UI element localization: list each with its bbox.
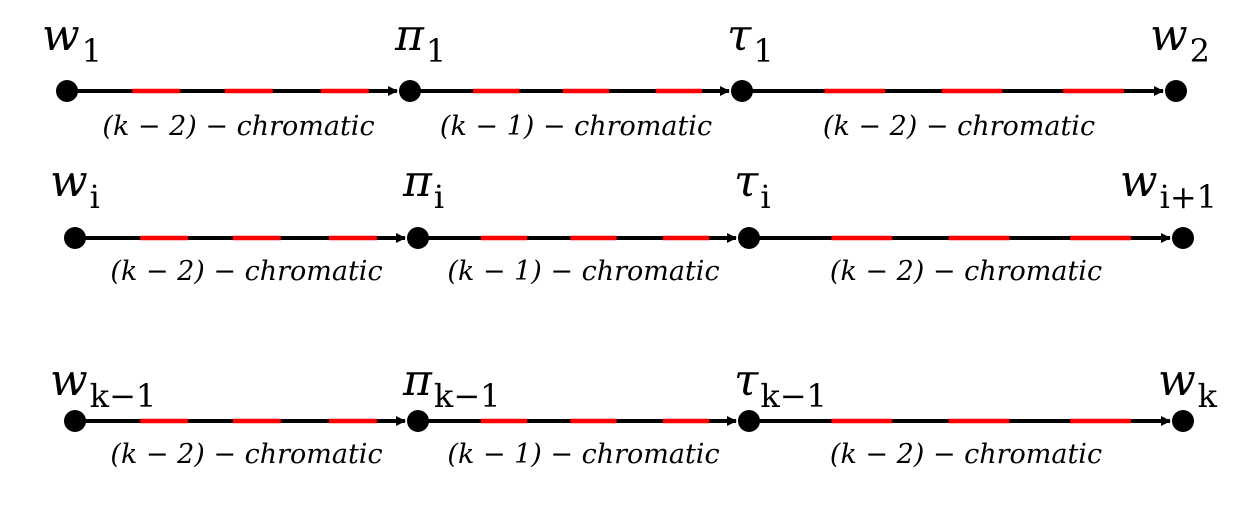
edge-segment: (k − 2) − chromatic [81,416,406,470]
edge-label: (k − 1) − chromatic [447,256,719,287]
edge-label: (k − 1) − chromatic [440,111,712,142]
vertex-label-base: τ [734,156,759,207]
vertex-label-subscript: 1 [753,32,773,70]
vertex-dot [399,80,421,102]
edge-segment: (k − 1) − chromatic [416,86,730,142]
vertex-dot [407,227,429,249]
edge-label: (k − 2) − chromatic [110,439,382,470]
edge-segment: (k − 2) − chromatic [81,233,406,287]
vertex-label-base: π [402,355,433,406]
edge-segment: (k − 2) − chromatic [748,86,1164,142]
vertex-label-base: π [402,156,433,207]
vertex-dot [1172,227,1194,249]
vertex-dot [738,410,760,432]
vertex-label: τk−1 [734,355,827,415]
vertex: πi [402,156,444,249]
vertex-label: wk−1 [50,355,156,415]
vertex-label-subscript: k−1 [760,377,827,415]
vertex: wk [1158,355,1218,432]
edge-segment: (k − 2) − chromatic [755,416,1171,470]
edge-label: (k − 2) − chromatic [830,439,1102,470]
vertex-label: πk−1 [402,355,500,415]
path-row: (k − 2) − chromatic (k − 1) − chromatic (k… [42,10,1210,142]
vertex-label-subscript: k−1 [90,377,157,415]
path-row: (k − 2) − chromatic (k − 1) − chromatic (k… [50,355,1218,470]
vertex-label-base: w [1158,355,1196,406]
vertex-label: τi [734,156,771,216]
vertex: τ1 [727,10,774,102]
vertex-label: wk [1158,355,1218,415]
edge-label: (k − 2) − chromatic [830,256,1102,287]
vertex-label-subscript: k [1198,377,1218,415]
vertex-label-subscript: 1 [426,32,446,70]
vertex-label-subscript: 2 [1190,32,1210,70]
vertex-label-subscript: 1 [82,32,102,70]
vertex-label: πi [402,156,444,216]
vertex-label-subscript: i+1 [1160,178,1217,216]
edge-label: (k − 2) − chromatic [102,111,374,142]
edge-segment: (k − 2) − chromatic [73,86,398,142]
vertex-label-subscript: i [760,178,770,216]
vertex: w1 [42,10,102,102]
vertex: πk−1 [402,355,500,432]
vertex-dot [64,227,86,249]
vertex-label-subscript: i [90,178,100,216]
vertex-label-base: τ [727,10,752,61]
vertex-dot [1172,410,1194,432]
vertex-label: w1 [42,10,102,70]
vertex-label: wi [50,156,100,216]
vertex: wi+1 [1120,156,1217,249]
vertex-dot [407,410,429,432]
vertex-label: wi+1 [1120,156,1217,216]
edge-label: (k − 2) − chromatic [823,111,1095,142]
vertex-label: w2 [1150,10,1210,70]
vertex-label-base: τ [734,355,759,406]
edge-segment: (k − 1) − chromatic [424,233,737,287]
vertex-label-base: w [1120,156,1158,207]
vertex: w2 [1150,10,1210,102]
vertex: π1 [394,10,446,102]
vertex-label: τ1 [727,10,774,70]
vertex-label-base: w [1150,10,1188,61]
vertex-dot [731,80,753,102]
vertex-label: π1 [394,10,446,70]
vertex-label-subscript: k−1 [434,377,501,415]
vertex-label-subscript: i [434,178,444,216]
vertex-label-base: w [50,156,88,207]
vertex: τk−1 [734,355,827,432]
edge-segment: (k − 1) − chromatic [424,416,737,470]
edge-segment: (k − 2) − chromatic [755,233,1171,287]
vertex-dot [64,410,86,432]
vertex: τi [734,156,771,249]
edge-label: (k − 1) − chromatic [447,439,719,470]
vertex-dot [56,80,78,102]
vertex-label-base: w [42,10,80,61]
vertex-label-base: π [394,10,425,61]
vertex-dot [1165,80,1187,102]
vertex-dot [738,227,760,249]
edge-label: (k − 2) − chromatic [110,256,382,287]
vertex-label-base: w [50,355,88,406]
path-row: (k − 2) − chromatic (k − 1) − chromatic (k… [50,156,1217,287]
vertex: wi [50,156,100,249]
vertex: wk−1 [50,355,156,432]
